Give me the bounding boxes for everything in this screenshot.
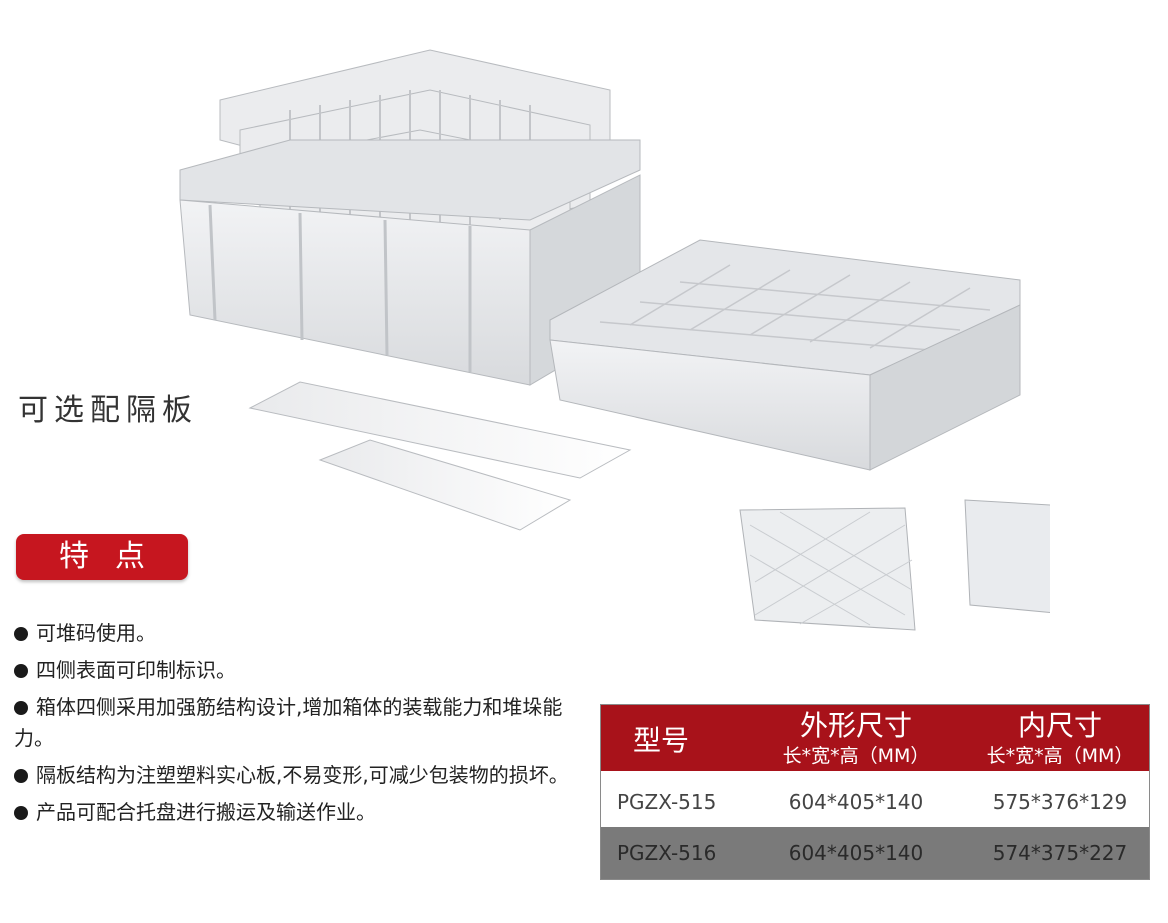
product-image [179,49,1050,631]
cell-model: PGZX-516 [617,841,717,865]
feature-text: 隔板结构为注塑塑料实心板,不易变形,可减少包装物的损坏。 [36,763,569,787]
table-row: PGZX-516 604*405*140 574*375*227 [601,827,1149,879]
optional-divider-caption: 可选配隔板 [18,393,198,428]
header-outer-title: 外形尺寸 [799,709,912,742]
feature-text: 可堆码使用。 [36,621,156,645]
features-list: 可堆码使用。 四侧表面可印制标识。 箱体四侧采用加强筋结构设计,增加箱体的装载能… [14,618,574,834]
header-outer-sub: 长*宽*高（MM） [782,745,930,767]
cell-outer: 604*405*140 [788,790,924,814]
divider-boards [248,381,632,531]
spec-table: 型号 外形尺寸 长*宽*高（MM） 内尺寸 长*宽*高（MM） PGZX-515… [600,704,1150,880]
cell-outer: 604*405*140 [788,841,924,865]
crate-thumb-divided [964,499,1050,614]
cell-inner: 574*375*227 [992,841,1128,865]
feature-text: 四侧表面可印制标识。 [36,658,236,682]
features-badge: 特点 [16,534,188,580]
feature-item: 箱体四侧采用加强筋结构设计,增加箱体的装载能力和堆垛能力。 [14,692,574,754]
bullet-icon [14,701,28,715]
feature-text: 产品可配合托盘进行搬运及输送作业。 [36,800,376,824]
spec-table-header: 型号 外形尺寸 长*宽*高（MM） 内尺寸 长*宽*高（MM） [601,705,1149,771]
bullet-icon [14,627,28,641]
header-outer-size: 外形尺寸 长*宽*高（MM） [761,709,951,769]
cell-inner: 575*376*129 [992,790,1128,814]
bullet-icon [14,806,28,820]
feature-item: 四侧表面可印制标识。 [14,655,574,686]
cell-model: PGZX-515 [617,790,717,814]
header-inner-size: 内尺寸 长*宽*高（MM） [971,709,1149,769]
header-inner-title: 内尺寸 [1017,709,1102,742]
feature-item: 隔板结构为注塑塑料实心板,不易变形,可减少包装物的损坏。 [14,760,574,791]
header-model: 型号 [633,724,690,757]
features-title: 特点 [59,539,171,574]
crate-thumb-bottom [739,507,916,631]
feature-item: 产品可配合托盘进行搬运及输送作业。 [14,797,574,828]
bullet-icon [14,664,28,678]
feature-text: 箱体四侧采用加强筋结构设计,增加箱体的装载能力和堆垛能力。 [14,695,563,750]
feature-item: 可堆码使用。 [14,618,574,649]
small-crate [549,239,1021,471]
bullet-icon [14,769,28,783]
table-row: PGZX-515 604*405*140 575*376*129 [601,775,1149,829]
header-inner-sub: 长*宽*高（MM） [986,745,1134,767]
